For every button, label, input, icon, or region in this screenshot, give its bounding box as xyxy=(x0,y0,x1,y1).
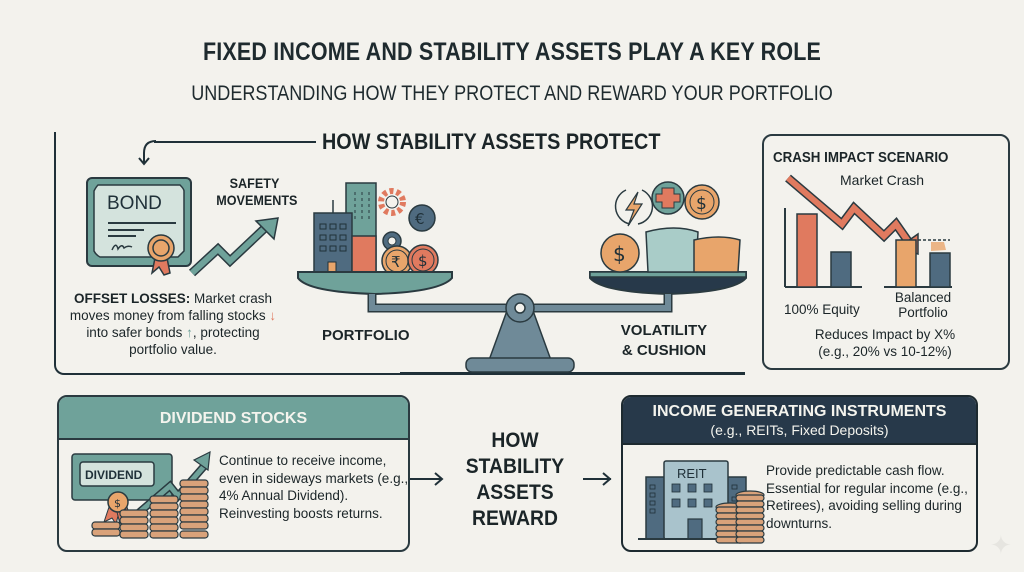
heading-connector-line xyxy=(154,141,316,143)
svg-text:$: $ xyxy=(696,194,707,214)
income-instruments-header: INCOME GENERATING INSTRUMENTS (e.g., REI… xyxy=(623,397,976,445)
volatility-cushion-label: VOLATILITY& CUSHION xyxy=(620,322,708,359)
balanced-bar-before xyxy=(895,239,917,288)
dollar-coin-icon: $ xyxy=(684,184,720,220)
reit-label: REIT xyxy=(677,466,707,481)
protect-frame-bottom-line xyxy=(400,372,745,375)
connector-line-left xyxy=(410,478,442,480)
market-crash-label: Market Crash xyxy=(840,172,925,188)
lightning-icon xyxy=(614,189,654,227)
protect-section-frame xyxy=(54,132,414,375)
equity-label: 100% Equity xyxy=(784,302,860,317)
svg-text:$: $ xyxy=(114,497,121,510)
crash-impact-title: CRASH IMPACT SCENARIO xyxy=(773,150,949,166)
portfolio-label: PORTFOLIO xyxy=(322,327,410,344)
pillow-icon xyxy=(645,227,741,273)
gear-icon xyxy=(378,188,406,216)
trending-up-arrow-icon xyxy=(188,217,279,277)
dollar-coin-icon: $ xyxy=(600,233,640,273)
svg-text:$: $ xyxy=(613,242,626,266)
page-title: FIXED INCOME AND STABILITY ASSETS PLAY A… xyxy=(202,38,822,66)
reduces-impact-text: Reduces Impact by X%(e.g., 20% vs 10-12%… xyxy=(814,327,956,359)
bond-label: BOND xyxy=(107,193,162,214)
crash-bar-chart xyxy=(784,174,952,288)
dividend-description: Continue to receive income, even in side… xyxy=(219,453,409,521)
income-description: Provide predictable cash flow. Essential… xyxy=(766,463,968,531)
dividend-growth-icon: DIVIDEND $ xyxy=(71,450,211,539)
bond-certificate-icon: BOND xyxy=(86,177,192,276)
right-arrow-icon xyxy=(434,472,444,486)
euro-gear-icon: € xyxy=(408,204,436,232)
svg-text:$: $ xyxy=(418,252,428,270)
svg-text:€: € xyxy=(415,210,425,228)
sparkle-watermark-icon: ✦ xyxy=(990,530,1012,560)
coin-stacks-icon xyxy=(715,490,765,544)
protect-heading: HOW STABILITY ASSETS PROTECT xyxy=(322,129,661,154)
dividend-stocks-header: DIVIDEND STOCKS xyxy=(59,397,408,440)
svg-text:₹: ₹ xyxy=(391,253,401,271)
connector-line-right xyxy=(583,478,611,480)
reit-building-icon: REIT xyxy=(638,460,765,544)
up-arrow-icon: ↑ xyxy=(186,325,193,340)
right-arrow-icon xyxy=(602,472,612,486)
offset-losses-text: OFFSET LOSSES: Market crash moves money … xyxy=(69,291,277,357)
equity-bar-after xyxy=(830,251,852,288)
curved-down-arrow-icon xyxy=(138,140,157,166)
coin-stacks-icon xyxy=(91,479,209,539)
income-instruments-card: INCOME GENERATING INSTRUMENTS (e.g., REI… xyxy=(621,395,978,552)
dividend-certificate-label: DIVIDEND xyxy=(85,468,143,482)
reward-heading: HOW STABILITY ASSETS REWARD xyxy=(465,429,565,530)
office-building-icon xyxy=(313,182,377,274)
dollar-coin-icon: $ xyxy=(407,244,439,276)
balanced-bar-after xyxy=(929,252,951,288)
page-subtitle: UNDERSTANDING HOW THEY PROTECT AND REWAR… xyxy=(191,82,833,105)
down-arrow-icon: ↓ xyxy=(269,308,277,323)
balance-scale-icon: € ₹ $ $ $ xyxy=(297,181,747,373)
plus-icon xyxy=(651,181,685,215)
equity-bar-before xyxy=(796,213,818,288)
